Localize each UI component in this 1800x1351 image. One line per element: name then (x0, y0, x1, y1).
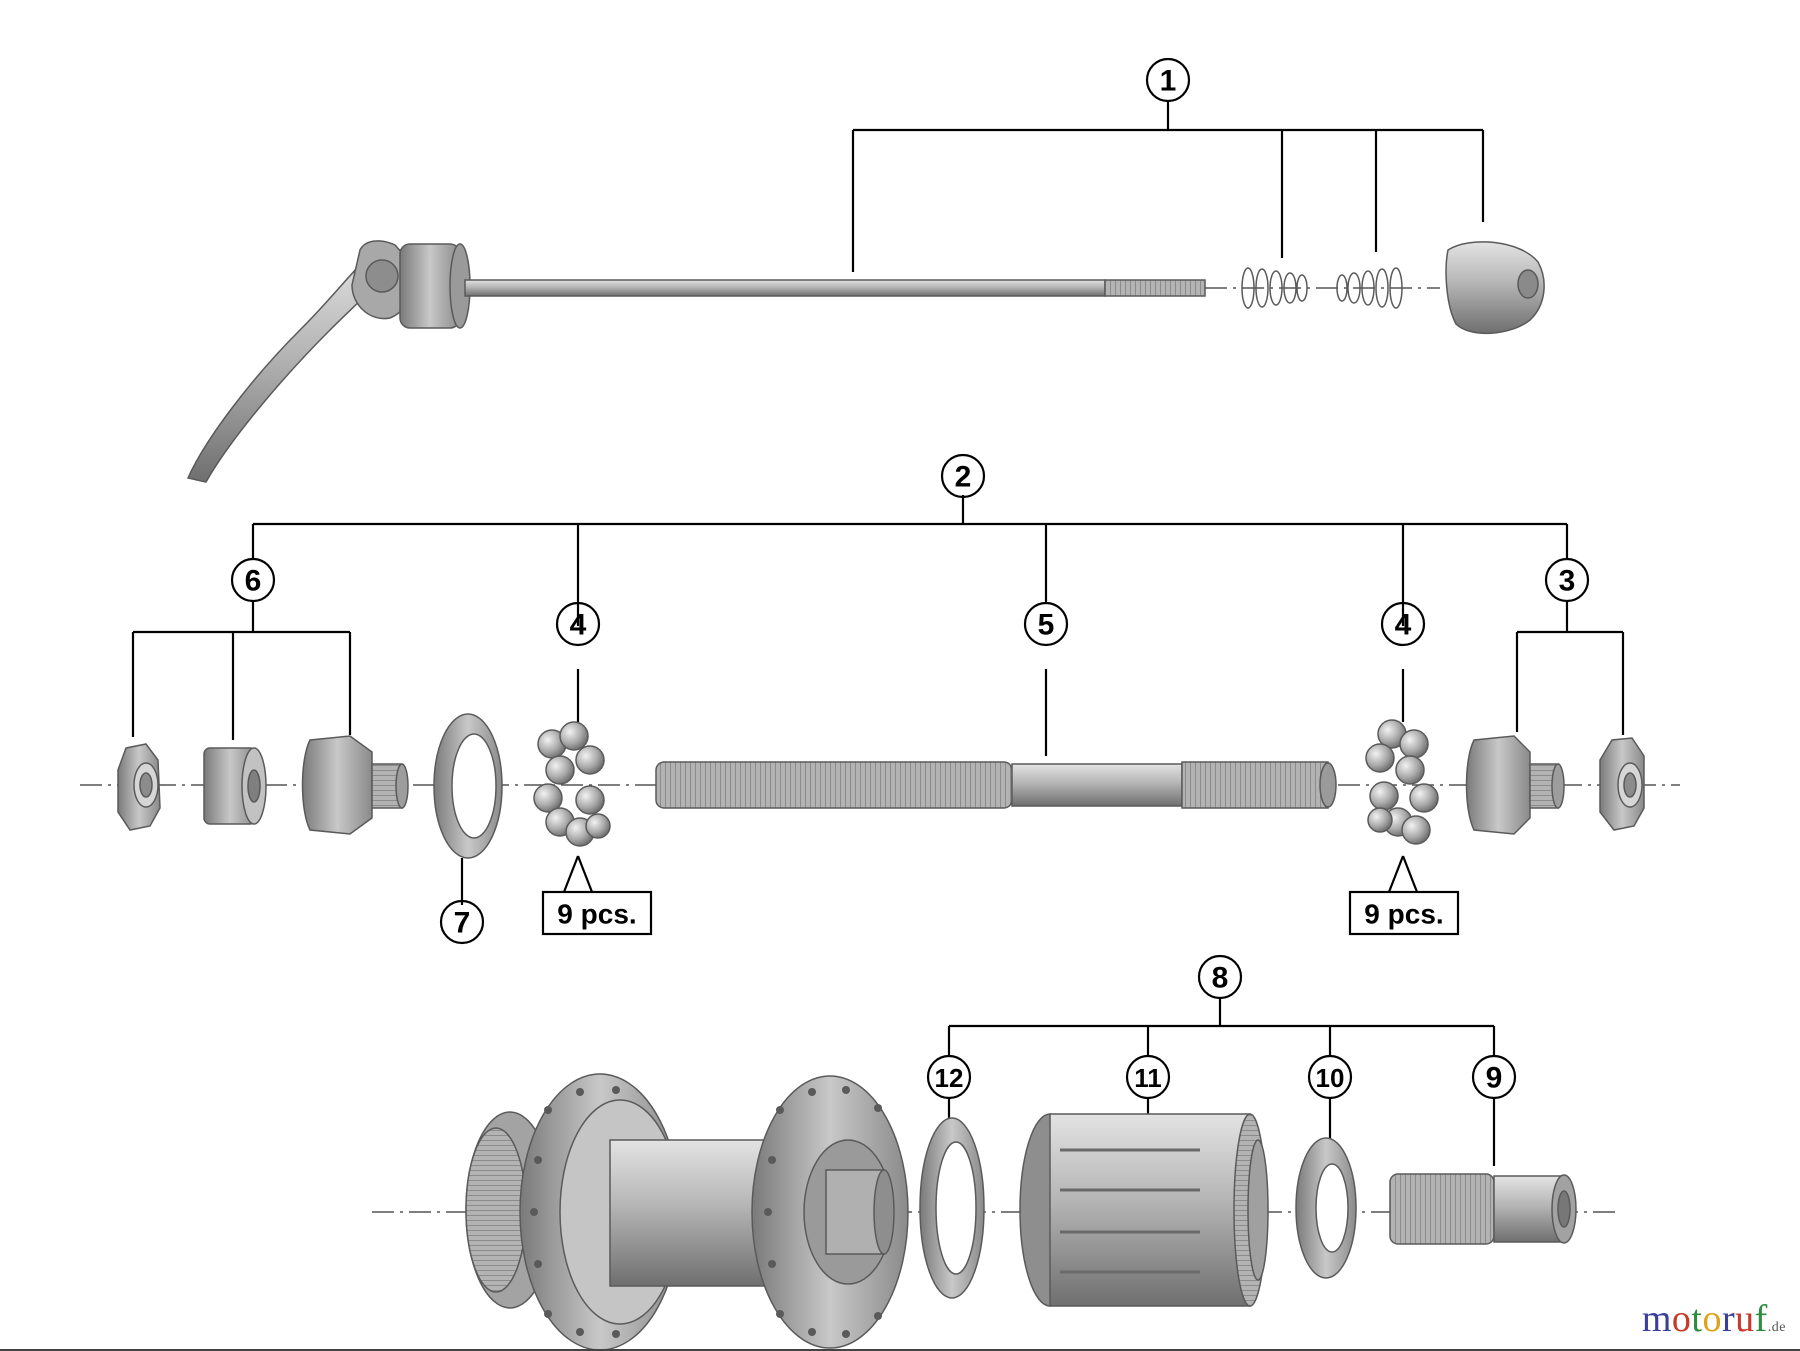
callout-9: 9 (1486, 1062, 1503, 1095)
callout-10: 10 (1316, 1063, 1345, 1093)
qr-adjusting-nut (1445, 241, 1545, 334)
callout-3: 3 (1559, 565, 1576, 598)
freehub-body (1019, 1113, 1269, 1307)
quantity-note-left: 9 pcs. (557, 899, 636, 930)
bearing-balls-left (533, 721, 611, 847)
freehub-fixing-bolt (1389, 1173, 1577, 1245)
callout-8: 8 (1212, 962, 1229, 995)
freehub-washer (1295, 1137, 1357, 1279)
callout-4-right: 4 (1395, 609, 1412, 642)
locknut-left (117, 743, 161, 831)
qr-rod (464, 279, 1106, 297)
callout-4-left: 4 (570, 609, 587, 642)
qr-spring-left (1241, 267, 1308, 309)
hub-cone-left (301, 735, 409, 835)
watermark-letter: t (1691, 1298, 1703, 1340)
callout-5: 5 (1038, 609, 1055, 642)
hub-body-freehub-assembly: 8 12 11 10 9 (372, 954, 1620, 1351)
watermark-text: motoruf (1642, 1298, 1768, 1340)
watermark-logo: motoruf.de (1642, 1297, 1786, 1341)
bearing-balls-right (1365, 719, 1439, 845)
watermark-letter: u (1735, 1298, 1755, 1340)
quantity-note-right: 9 pcs. (1364, 899, 1443, 930)
hub-cone-right (1465, 735, 1565, 835)
callout-11: 11 (1134, 1063, 1162, 1093)
callout-2: 2 (955, 461, 972, 494)
callout-1: 1 (1160, 65, 1177, 98)
hub-axle (655, 761, 1337, 809)
callout-7: 7 (454, 907, 471, 940)
axle-spacer (203, 747, 267, 825)
freehub-lockring (919, 1117, 985, 1299)
watermark-tld: .de (1767, 1320, 1786, 1335)
hub-body (465, 1073, 909, 1351)
bottom-border (0, 1349, 1800, 1351)
watermark-letter: r (1721, 1298, 1736, 1340)
hub-axle-assembly: 9 pcs. 9 pcs. 2 6 4 5 4 3 7 (80, 453, 1680, 945)
qr-rod-thread (1104, 279, 1206, 297)
quick-release-skewer: 1 (186, 57, 1545, 483)
qr-spring-right (1336, 267, 1403, 309)
dust-seal-ring (433, 713, 503, 859)
callout-12: 12 (935, 1063, 964, 1093)
watermark-letter: m (1641, 1298, 1672, 1340)
watermark-letter: o (1702, 1298, 1722, 1340)
watermark-letter: f (1754, 1298, 1768, 1340)
watermark-letter: o (1671, 1298, 1692, 1340)
callout-6: 6 (245, 565, 262, 598)
locknut-right (1599, 737, 1645, 831)
